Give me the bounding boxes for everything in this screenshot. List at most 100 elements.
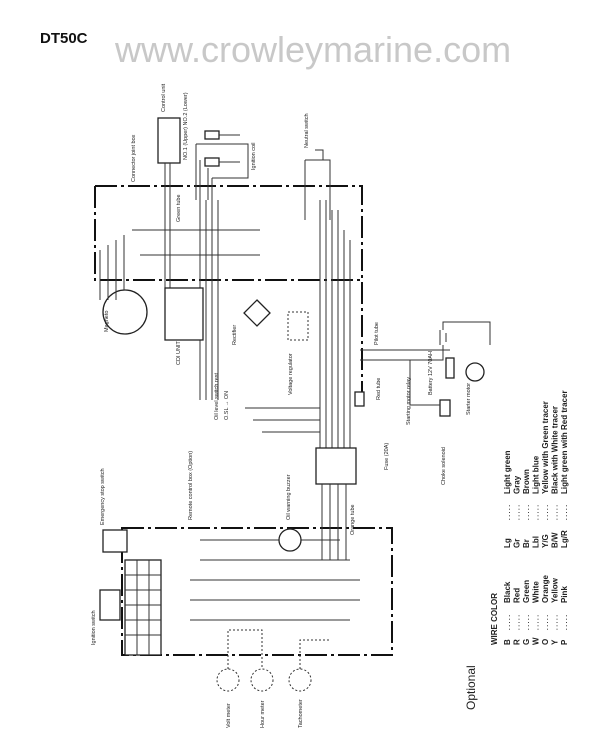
legend-name: Brown [522,469,531,494]
legend-code: R [513,639,522,645]
legend-code: Br [522,539,531,548]
oil-level-switch [245,407,320,433]
remote-box-boundary [121,527,393,656]
legend-name: Gray [513,475,522,494]
legend-code: W [532,637,541,645]
optional-label: Optional [464,665,478,710]
remote-control-box-label: Remote control box (Option) [188,451,194,520]
tachometer [288,668,312,692]
starting-motor-relay [445,357,455,379]
legend-name: Yellow [551,577,560,603]
legend-name: Pink [560,586,569,603]
voltage-regulator-label: Voltage regulator [288,353,294,395]
legend-name: Green [522,580,531,603]
legend-name: Orange [541,574,550,603]
rectifier [243,299,271,327]
legend-code: Gr [513,539,522,548]
legend-name: Black [503,581,512,603]
red-tube-label: Red tube [376,378,382,400]
legend-name: Black with White tracer [551,406,560,494]
ignition-coil-label: Ignition coil [251,142,257,170]
rectifier-label: Rectifier [232,325,238,345]
pilot-tube-label: Pilot tube [374,322,380,345]
legend-dots: . . . . . [544,615,550,630]
starting-motor-relay-label: Starting motor relay [406,377,412,425]
legend-dots: . . . . . [535,505,541,520]
ignition-switch [124,559,162,656]
battery-label: Battery 12V 70AH [428,351,434,395]
fuse [354,391,365,407]
legend-dots: . . . . . [506,505,512,520]
legend-code: G [522,639,531,645]
legend-dots: . . . . . [506,615,512,630]
tachometer-label: Tachometer [298,699,304,728]
fuse-label: Fuse (20A) [384,443,390,470]
legend-name: Red [513,588,522,603]
legend-code: Lbl [532,536,541,548]
starter-motor [465,362,485,382]
orange-tube-label: Orange tube [350,504,356,535]
hour-meter-label: Hour meter [260,700,266,728]
legend-dots: . . . . . [563,615,569,630]
oil-level-switch-note: O.SL → ON [224,391,230,420]
legend-code: P [560,639,569,645]
oil-warning-buzzer [278,528,302,552]
legend-code: Y/G [541,534,550,548]
legend-code: Lg [503,538,512,548]
legend-name: Light green [503,450,512,494]
legend-dots: . . . . . [554,505,560,520]
legend-dots: . . . . . [544,505,550,520]
magneto-label: Magneto [104,311,110,332]
legend-name: Yellow with Green tracer [541,401,550,494]
connector-joint-box-label: Connector joint box [131,134,137,182]
magneto [99,229,260,335]
legend-name: Light green with Red tracer [560,390,569,494]
legend-dots: . . . . . [516,615,522,630]
legend-code: B/W [551,532,560,548]
battery [410,321,491,361]
legend-dots: . . . . . [525,505,531,520]
neutral-switch [304,149,331,220]
legend-dots: . . . . . [535,615,541,630]
harness-connector [315,447,357,485]
cdi-unit [164,287,204,341]
emergency-stop-switch [102,529,128,553]
starter-motor-label: Starter motor [466,383,472,415]
legend-dots: . . . . . [525,615,531,630]
oil-level-switch-label: Oil level switch rest [214,372,220,420]
legend-dots: . . . . . [554,615,560,630]
ignition-coil [195,130,249,200]
control-unit-note: NO.1 (Upper) NO.2 (Lower) [183,92,189,160]
volt-meter-label: Volt meter [226,703,232,728]
control-unit [157,117,181,164]
legend-code: Y [551,639,560,645]
legend-heading: WIRE COLOR [490,593,499,645]
legend-dots: . . . . . [516,505,522,520]
control-unit-label: Control unit [161,83,167,112]
neutral-switch-label: Neutral switch [304,113,310,148]
legend-code: B [503,639,512,645]
green-tube-label: Green tube [176,194,182,222]
legend-name: Light blue [532,455,541,494]
legend-code: Lg/R [560,530,569,548]
voltage-regulator [287,311,309,341]
legend-name: White [532,581,541,603]
volt-meter [216,668,240,692]
hour-meter [250,668,274,692]
cdi-unit-label: CDI UNIT [176,341,182,365]
oil-warning-buzzer-label: Oil warning buzzer [286,474,292,520]
legend-dots: . . . . . [563,505,569,520]
legend-code: O [541,639,550,645]
main-harness [319,200,351,460]
watermark: www.crowleymarine.com [114,29,511,70]
choke-solenoid-label: Choke solenoid [441,447,447,485]
choke-solenoid [439,399,451,417]
engine-boundary [95,185,363,400]
ignition-switch-label: Ignition switch [91,610,97,645]
diagram-title: DT50C [40,30,88,47]
emergency-stop-switch-label: Emergency stop switch [100,468,106,525]
